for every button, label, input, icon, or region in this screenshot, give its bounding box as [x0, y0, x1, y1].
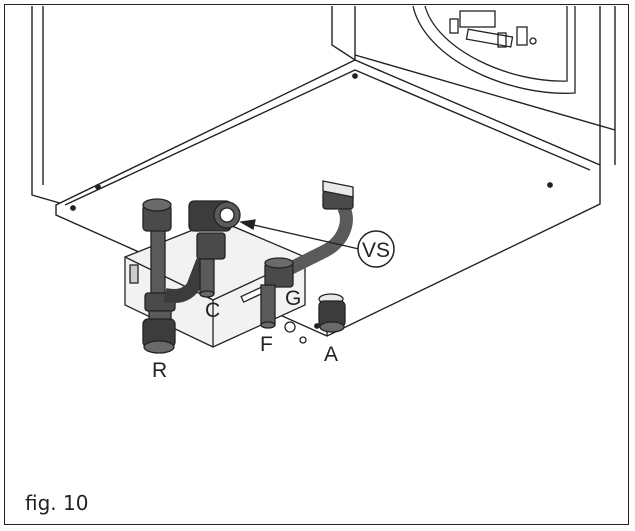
- label-c: C: [205, 299, 220, 322]
- label-r: R: [152, 359, 167, 382]
- figure-frame: VS C G F A R fig. 10: [4, 4, 629, 525]
- fitting-a: [318, 293, 346, 333]
- label-a: A: [324, 343, 338, 366]
- pipe-f: [260, 284, 276, 329]
- figure-caption: fig. 10: [25, 491, 89, 515]
- vs-callout-circle: [357, 230, 395, 268]
- label-g: G: [285, 287, 301, 310]
- control-panel: [412, 5, 576, 94]
- label-vs: VS: [362, 239, 390, 262]
- vs-arrow: [239, 219, 360, 250]
- boiler-connection-diagram: VS C G F A R: [31, 5, 616, 382]
- pipe-r: [142, 198, 176, 354]
- pipe-c-with-valve: [163, 200, 241, 303]
- label-f: F: [260, 333, 273, 356]
- pipe-g: [264, 180, 354, 288]
